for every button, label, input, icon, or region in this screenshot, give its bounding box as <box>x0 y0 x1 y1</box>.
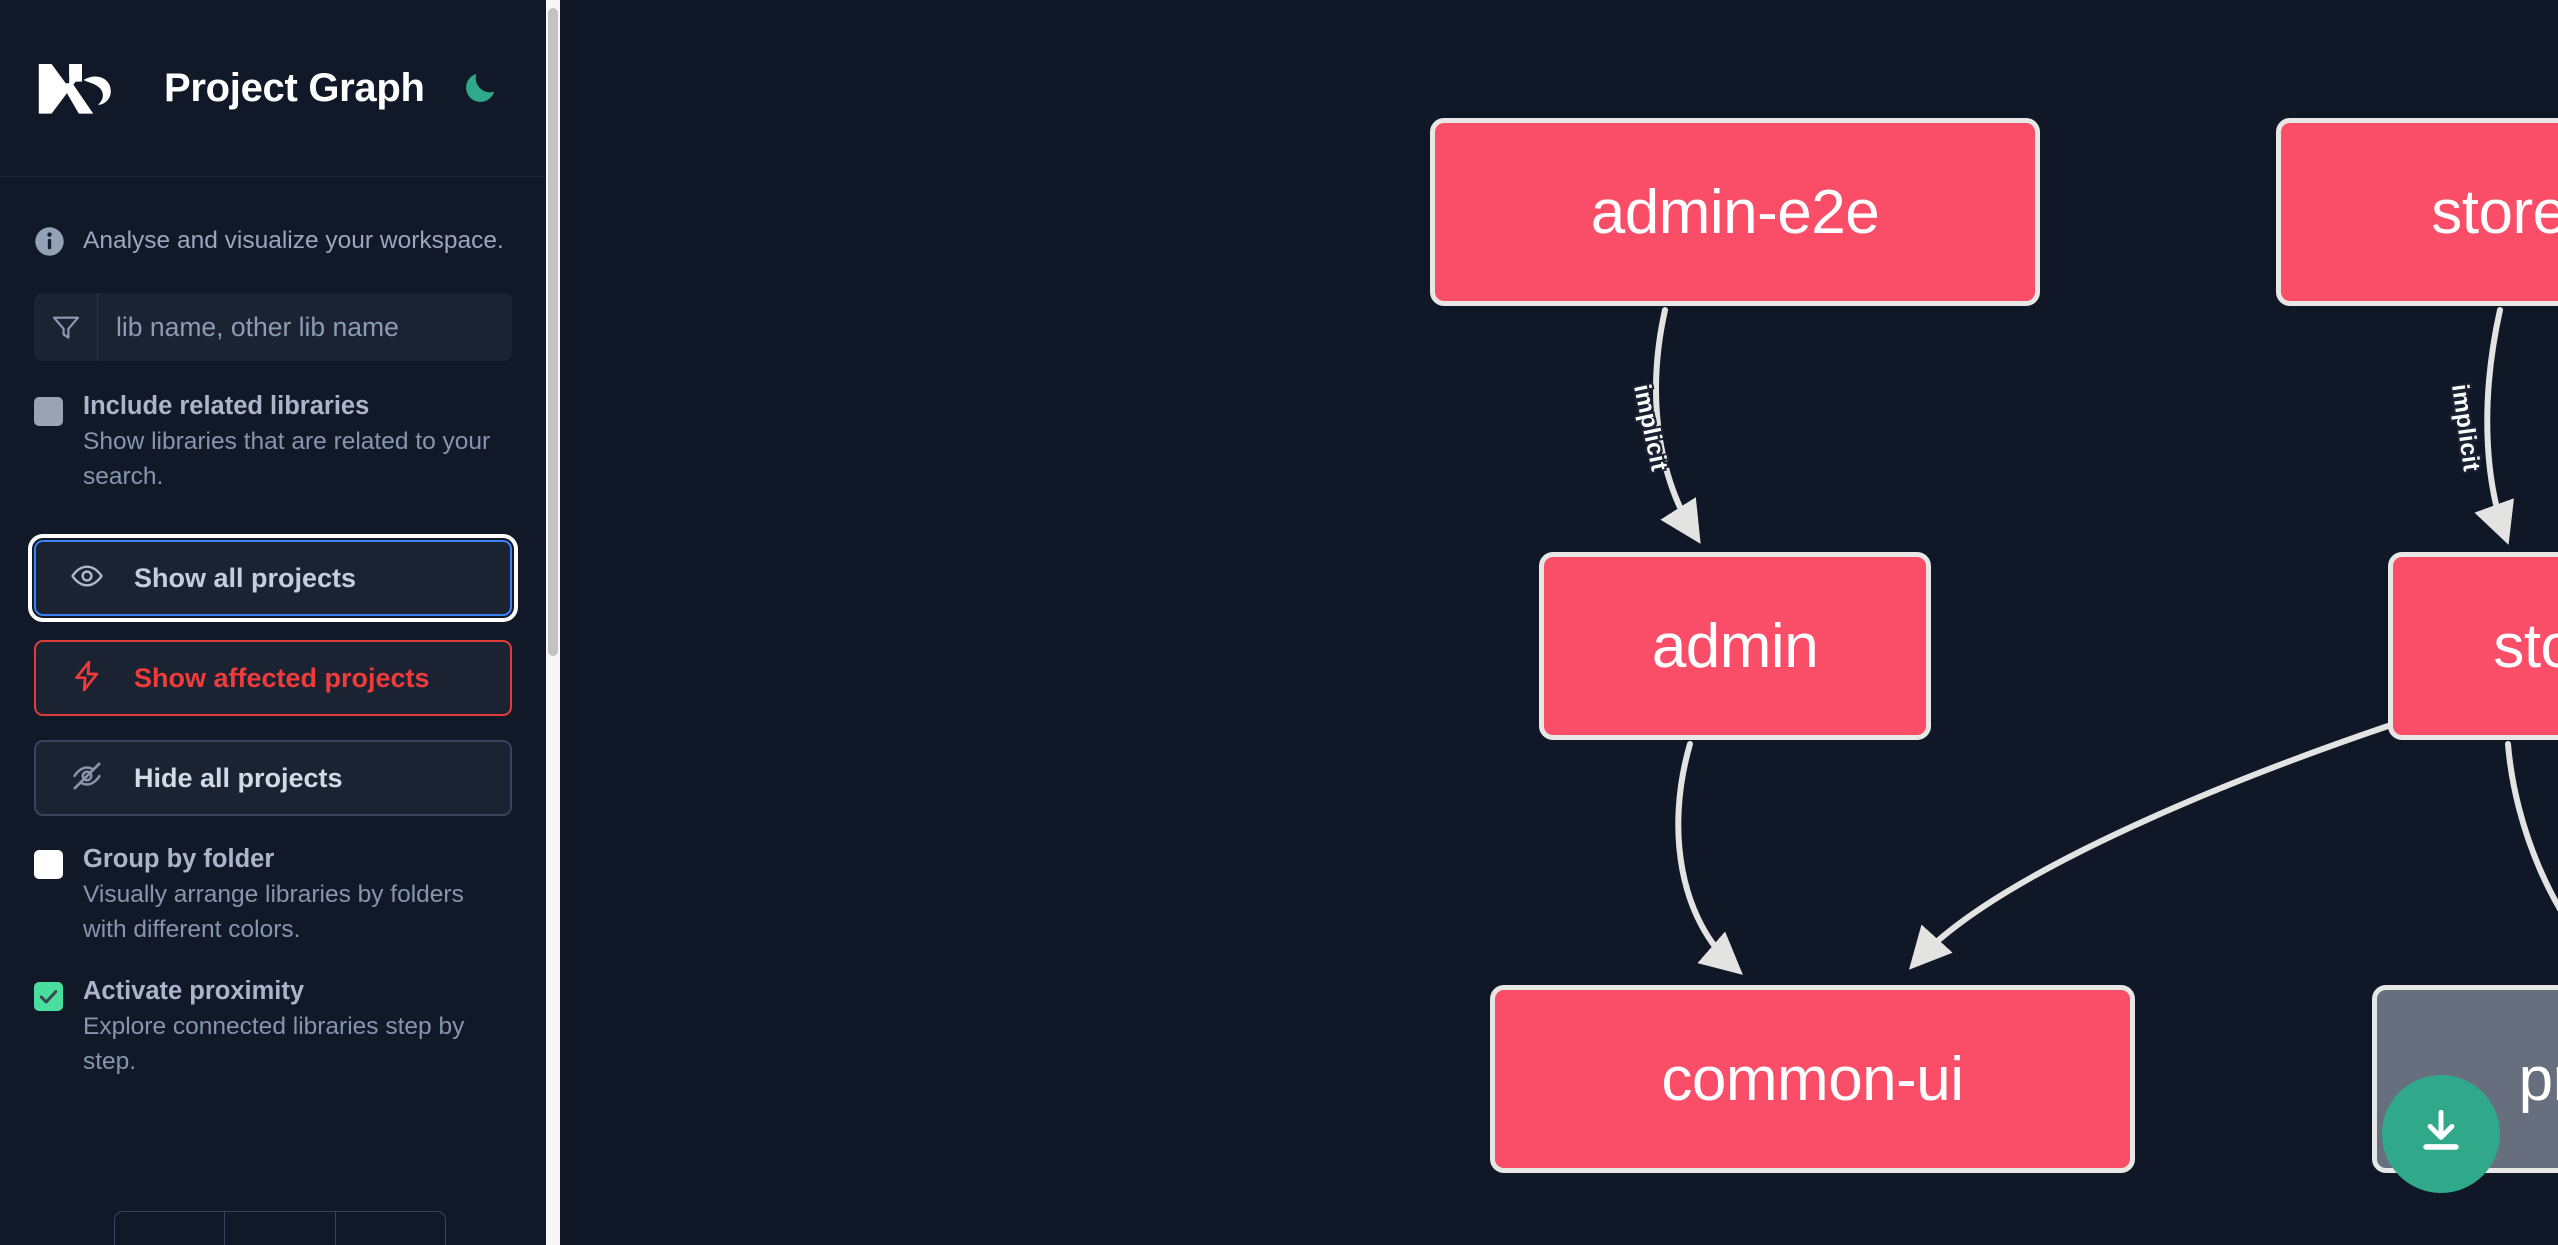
segment-1[interactable] <box>115 1212 226 1245</box>
option-include-related-libraries[interactable]: Include related libraries Show libraries… <box>0 391 546 494</box>
graph-canvas[interactable]: admin-e2e store-e2e admin store common-ui pro… <box>560 0 2558 1245</box>
eye-icon <box>70 559 104 598</box>
graph-node-store-e2e[interactable]: store-e2e <box>2276 118 2558 306</box>
sidebar-scroll-content: Project Graph Analyse and visualize your… <box>0 0 546 1245</box>
visibility-button-group: Show all projects Show affected projects <box>28 534 518 817</box>
show-affected-projects-button[interactable]: Show affected projects <box>34 640 512 717</box>
nx-logo-icon <box>34 56 130 120</box>
button-label: Hide all projects <box>134 762 343 793</box>
option-description: Explore connected libraries step by step… <box>83 1012 465 1075</box>
eye-off-icon <box>70 759 104 798</box>
search-input[interactable] <box>98 293 512 361</box>
graph-node-admin[interactable]: admin <box>1539 552 1931 740</box>
sidebar-scrollbar-thumb[interactable] <box>548 8 558 656</box>
graph-node-label: store <box>2493 611 2558 681</box>
graph-node-label: products <box>2518 1044 2558 1114</box>
tagline-text: Analyse and visualize your workspace. <box>83 227 504 254</box>
graph-node-label: common-ui <box>1661 1044 1964 1114</box>
sidebar-tagline: Analyse and visualize your workspace. <box>0 177 546 271</box>
sidebar-scrollbar[interactable] <box>546 0 560 1245</box>
checkbox-activate-proximity[interactable] <box>34 981 63 1011</box>
graph-edge <box>2474 307 2514 545</box>
graph-edge <box>1675 741 1743 975</box>
graph-node-common-ui[interactable]: common-ui <box>1490 985 2135 1173</box>
checkbox-include-related-libraries[interactable] <box>34 397 63 426</box>
sidebar: Project Graph Analyse and visualize your… <box>0 0 560 1245</box>
graph-node-store[interactable]: store <box>2388 552 2558 740</box>
option-label: Include related libraries <box>83 392 370 420</box>
sidebar-header: Project Graph <box>0 0 546 177</box>
option-label: Activate proximity <box>83 976 305 1005</box>
graph-node-label: store-e2e <box>2431 177 2558 247</box>
graph-edges <box>1653 307 2558 975</box>
button-label: Show all projects <box>134 562 357 593</box>
graph-edge <box>1908 723 2391 970</box>
lightning-bolt-icon <box>70 659 104 698</box>
graph-node-label: admin <box>1651 611 1819 681</box>
download-icon <box>2413 1104 2469 1165</box>
graph-node-admin-e2e[interactable]: admin-e2e <box>1430 118 2040 306</box>
bottom-segmented-control[interactable] <box>114 1211 446 1245</box>
graph-node-label: admin-e2e <box>1590 177 1880 247</box>
moon-icon[interactable] <box>458 66 502 110</box>
graph-edge <box>2505 741 2558 912</box>
hide-all-projects-button[interactable]: Hide all projects <box>34 740 512 817</box>
checkbox-group-by-folder[interactable] <box>34 850 63 880</box>
option-description: Show libraries that are related to your … <box>83 427 491 490</box>
search-bar[interactable] <box>34 293 512 361</box>
option-description: Visually arrange libraries by folders wi… <box>83 881 464 944</box>
graph-edge <box>1653 307 1701 544</box>
option-group-by-folder[interactable]: Group by folder Visually arrange librari… <box>0 844 546 947</box>
download-graph-button[interactable] <box>2382 1075 2500 1193</box>
info-circle-icon <box>34 226 65 257</box>
option-activate-proximity[interactable]: Activate proximity Explore connected lib… <box>0 976 546 1079</box>
show-all-projects-button[interactable]: Show all projects <box>28 534 518 623</box>
page-title: Project Graph <box>164 65 425 110</box>
button-label: Show affected projects <box>134 662 430 693</box>
segment-3[interactable] <box>336 1212 445 1245</box>
filter-funnel-icon <box>34 293 98 361</box>
option-label: Group by folder <box>83 845 275 874</box>
segment-2[interactable] <box>225 1212 336 1245</box>
